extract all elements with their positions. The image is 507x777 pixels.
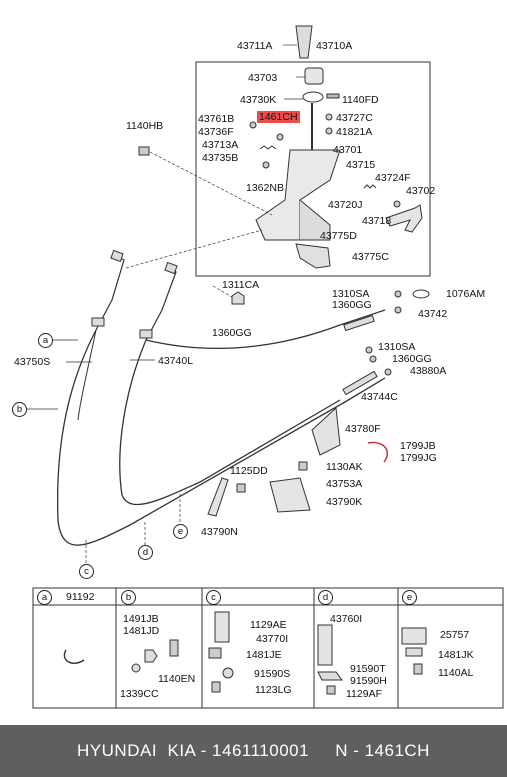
legend-circle-b: b [121,590,136,605]
label-43735B: 43735B [202,152,239,164]
label-43880A: 43880A [410,365,447,377]
cable-43750S [56,329,386,546]
legend-d-part-2: 91590T [350,663,386,675]
footer-bar: HYUNDAI KIA - 1461110001 N - 1461CH [0,725,507,777]
label-43720J: 43720J [328,199,363,211]
label-1310SA-top: 1310SA [332,288,370,300]
shift-bracket [255,149,341,241]
callout-a: a [38,333,53,348]
label-1461CH-highlight: 1461CH [257,111,300,123]
label-1799JB: 1799JB [400,440,436,452]
label-43718: 43718 [362,215,392,227]
label-43740L: 43740L [158,355,194,367]
label-43790N: 43790N [201,526,238,538]
label-1125DD: 1125DD [230,465,268,477]
legend-c-part-3: 1481JE [246,649,282,661]
legend-c-part-1: 1129AE [250,619,287,631]
legend-d-part-4: 1129AF [346,688,382,700]
ring [302,91,324,103]
legend-c-part-4: 91590S [254,668,291,680]
base-plate [295,243,331,269]
label-43724F: 43724F [375,172,411,184]
label-1360GG-mid: 1360GG [392,353,432,365]
legend-b-part-4: 1339CC [120,688,159,700]
label-43761B: 43761B [198,113,235,125]
label-43703: 43703 [248,72,278,84]
label-1799JG: 1799JG [400,452,437,464]
label-43790K: 43790K [326,496,363,508]
label-1140FD: 1140FD [342,94,379,106]
bracket-43790K [269,477,311,513]
label-41821A: 41821A [336,126,373,138]
bracket-43790N [207,477,229,517]
label-43753A: 43753A [326,478,363,490]
callout-e: e [173,524,188,539]
legend-b-part-2: 1481JD [123,625,160,637]
label-1076AM: 1076AM [446,288,486,300]
label-1360GG-left: 1360GG [212,327,252,339]
legend-d-part-3: 91590H [350,675,387,687]
assembly-frame [195,61,431,277]
label-43775C: 43775C [352,251,389,263]
shift-knob [295,25,313,59]
footer-text: HYUNDAI KIA - 1461110001 N - 1461CH [77,741,430,760]
legend-c-part-2: 43770I [256,633,289,645]
label-1130AK: 1130AK [326,461,363,473]
parts-diagram [26,25,504,709]
label-43736F: 43736F [198,126,234,138]
callout-d: d [138,545,153,560]
callout-b: b [12,402,27,417]
boot [304,67,324,85]
label-43710A: 43710A [316,40,353,52]
legend-circle-e: e [402,590,417,605]
callout-c: c [79,564,94,579]
label-1310SA-mid: 1310SA [378,341,416,353]
label-43730K: 43730K [240,94,277,106]
label-43750S: 43750S [14,356,51,368]
label-43742: 43742 [418,308,448,320]
label-1140HB: 1140HB [126,120,164,132]
label-43727C: 43727C [336,112,373,124]
label-43711A: 43711A [237,40,273,52]
cable-43750S-upper [77,329,97,421]
legend-border [32,587,504,709]
legend-a-part: 91192 [66,591,95,603]
label-43713A: 43713A [202,139,239,151]
legend-d-part-1: 43760I [330,613,363,625]
label-43701: 43701 [333,144,363,156]
legend-e-part-3: 1140AL [438,667,474,679]
select-lever [385,204,423,233]
cable-43740L [119,339,341,506]
legend-b-part-3: 1140EN [158,673,196,685]
label-1311CA: 1311CA [222,279,260,291]
label-43780F: 43780F [345,423,381,435]
label-43775D: 43775D [320,230,357,242]
legend-circle-c: c [206,590,221,605]
bracket-43780F [311,406,341,456]
label-43744C: 43744C [361,391,398,403]
legend-circle-a: a [37,590,52,605]
legend-b-part-1: 1491JB [123,613,159,625]
label-1362NB: 1362NB [246,182,284,194]
cable-end-43740L [145,267,177,341]
label-43702: 43702 [406,185,436,197]
legend-e-part-1: 25757 [440,629,470,641]
label-1360GG-top: 1360GG [332,299,372,311]
legend-c-part-5: 1123LG [255,684,292,696]
legend-e-part-2: 1481JK [438,649,474,661]
label-43715: 43715 [346,159,376,171]
legend-circle-d: d [318,590,333,605]
